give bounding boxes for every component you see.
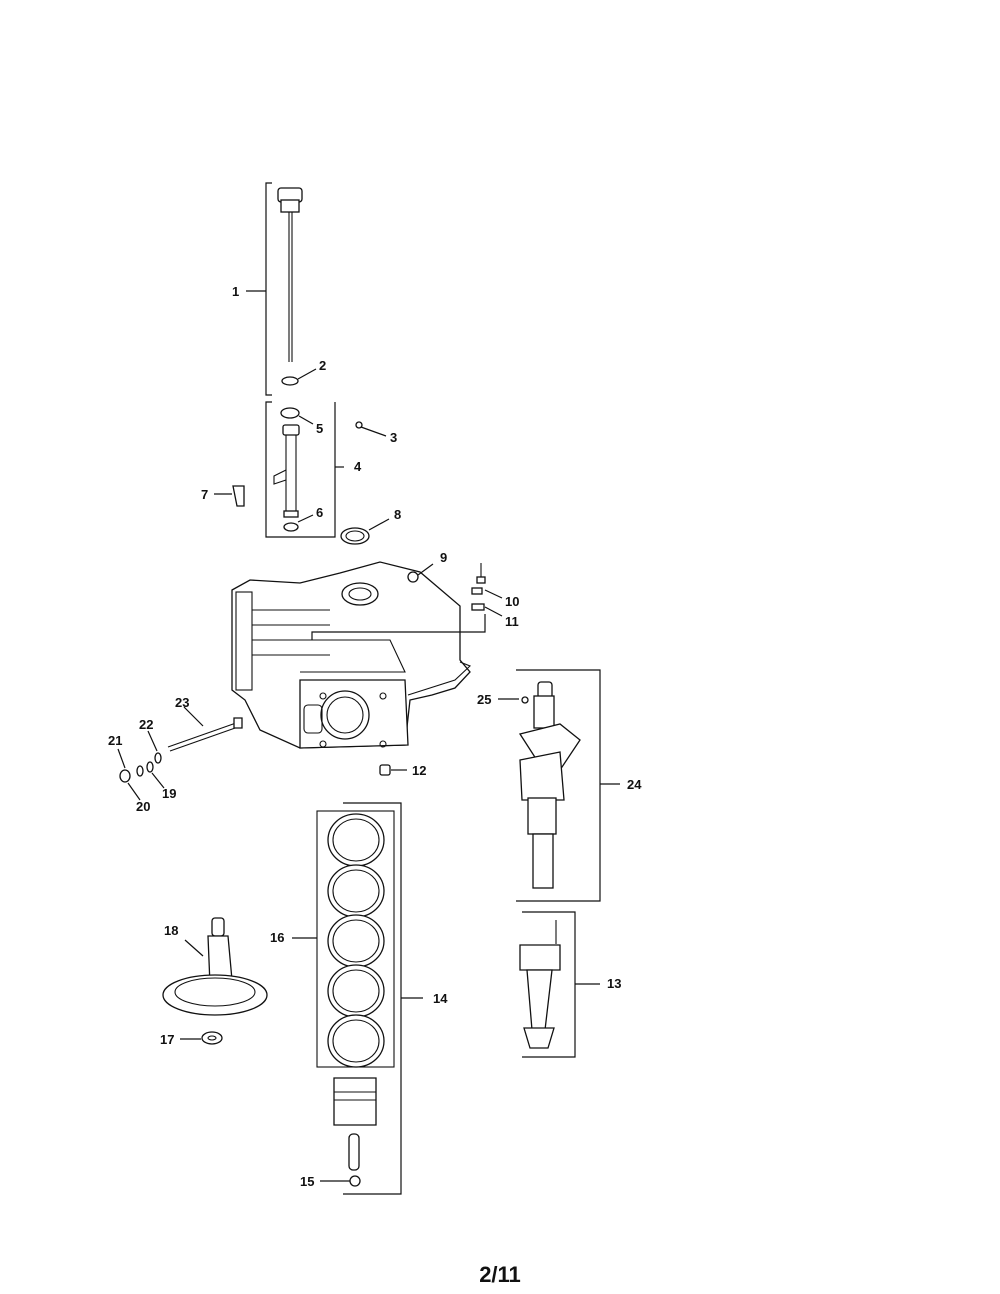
callout-13: 13 [607, 976, 621, 991]
callout-3: 3 [390, 430, 397, 445]
callout-18: 18 [164, 923, 178, 938]
callout-16: 16 [270, 930, 284, 945]
callout-23: 23 [175, 695, 189, 710]
callout-25: 25 [477, 692, 491, 707]
camshaft [162, 917, 268, 1045]
crankcase [231, 561, 503, 776]
callout-2: 2 [319, 358, 326, 373]
callout-4: 4 [354, 459, 362, 474]
piston-assembly [292, 802, 423, 1195]
callout-5: 5 [316, 421, 323, 436]
callout-6: 6 [316, 505, 323, 520]
callout-labels: 1 2 3 4 5 6 7 8 9 10 11 12 13 14 15 16 1… [108, 284, 642, 1189]
callout-24: 24 [627, 777, 642, 792]
callout-21: 21 [108, 733, 122, 748]
callout-10: 10 [505, 594, 519, 609]
callout-9: 9 [440, 550, 447, 565]
callout-12: 12 [412, 763, 426, 778]
callout-11: 11 [505, 614, 519, 629]
page-number: 2/11 [479, 1262, 521, 1287]
callout-15: 15 [300, 1174, 314, 1189]
oil-fill-tube-assembly [214, 401, 387, 538]
callout-20: 20 [136, 799, 150, 814]
crankshaft [498, 669, 620, 902]
governor-shaft [117, 706, 243, 801]
oil-seal [340, 518, 390, 545]
callout-8: 8 [394, 507, 401, 522]
callout-17: 17 [160, 1032, 174, 1047]
callout-1: 1 [232, 284, 239, 299]
callout-7: 7 [201, 487, 208, 502]
connecting-rod [519, 911, 600, 1058]
callout-14: 14 [433, 991, 448, 1006]
callout-19: 19 [162, 786, 176, 801]
dipstick-assembly [246, 182, 317, 396]
callout-22: 22 [139, 717, 153, 732]
